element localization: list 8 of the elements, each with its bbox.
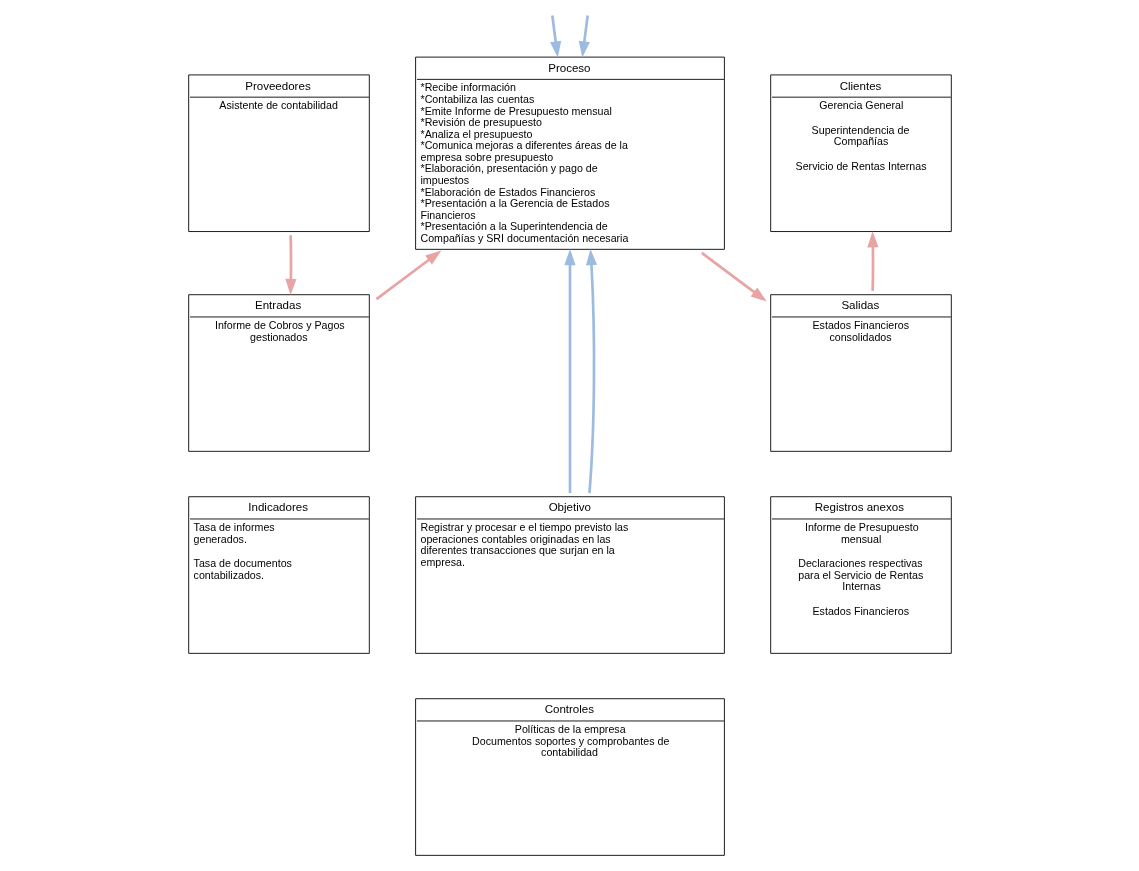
arrow xyxy=(585,249,597,494)
arrow xyxy=(284,235,297,295)
arrow xyxy=(578,15,590,58)
arrow xyxy=(700,251,767,302)
arrow xyxy=(866,231,878,291)
arrow xyxy=(549,15,561,58)
arrow xyxy=(375,250,441,301)
arrow xyxy=(563,249,576,494)
